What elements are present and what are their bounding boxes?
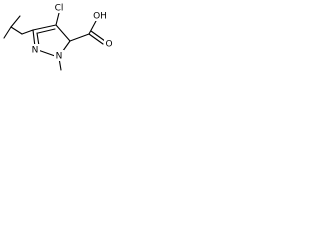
bond-isobutyl-3 (10, 15, 21, 28)
molecule-diagram: Cl N N OH O (3, 2, 114, 71)
bond-carboxyl-o-double-b (90, 30, 106, 42)
label-bg-oh (91, 10, 109, 21)
atom-label-n-right: N (56, 52, 63, 62)
label-bg-o (104, 38, 114, 49)
bond-ring-n1-n2 (37, 49, 56, 57)
bond-carboxyl-o-double-a (88, 33, 104, 45)
label-bg-n-right (54, 50, 64, 61)
label-bg-cl (52, 2, 67, 13)
bond-isobutyl-1 (3, 26, 12, 39)
bond-c4-cl (55, 12, 60, 26)
atom-label-n-left: N (32, 46, 39, 56)
label-bg-n-left (30, 44, 40, 55)
atom-label-cl: Cl (55, 4, 64, 14)
bond-c5-carboxyl (69, 33, 90, 42)
atom-label-oh: OH (93, 12, 107, 22)
bond-ring-n2-c3-inner (36, 32, 40, 47)
structure-canvas: Cl N N OH O (0, 0, 123, 75)
bond-isobutyl-4 (21, 29, 34, 35)
bond-ring-c3-c4-inner (37, 28, 56, 34)
atom-label-o: O (105, 40, 112, 50)
bond-ring-c4-c5 (55, 24, 71, 42)
bond-ring-c3-c4 (32, 24, 57, 31)
bond-carboxyl-oh (88, 20, 97, 35)
bond-isobutyl-2 (10, 26, 23, 35)
